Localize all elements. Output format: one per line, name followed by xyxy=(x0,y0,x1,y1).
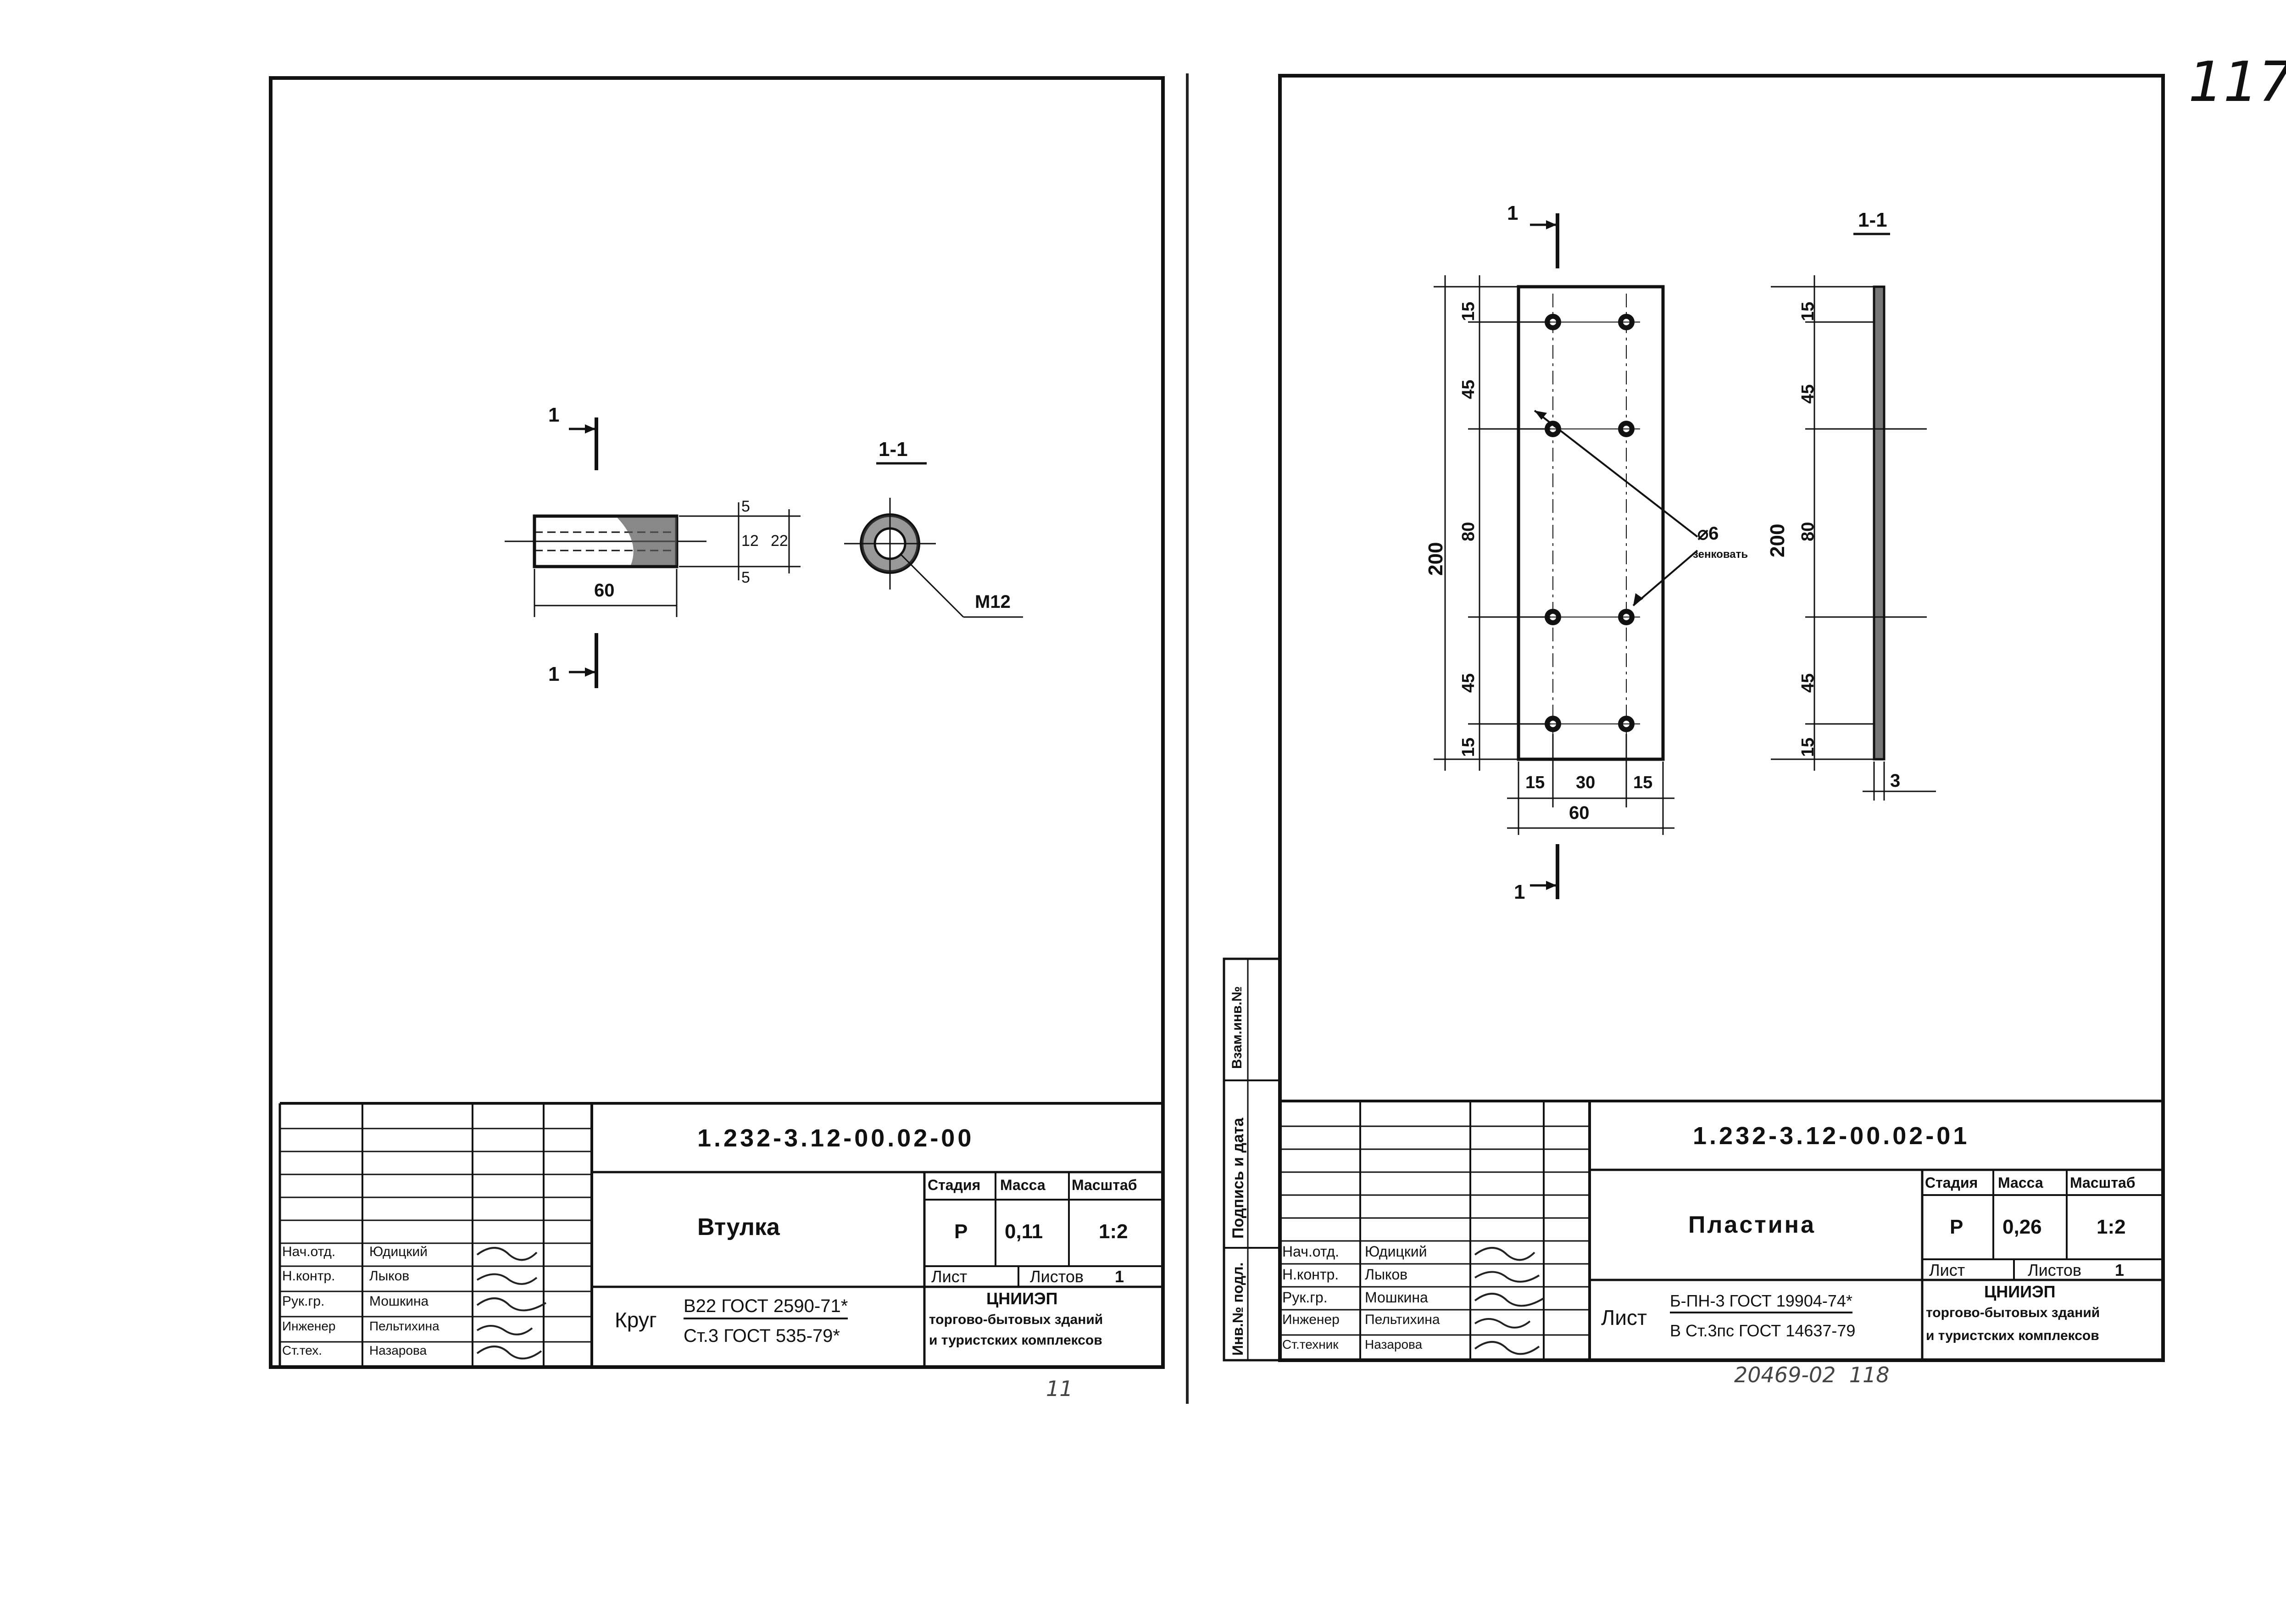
plate-stage-label: Стадия xyxy=(1925,1174,1978,1191)
plate-sign-name-2: Лыков xyxy=(1365,1266,1408,1283)
organization-line-1: ЦНИИЭП xyxy=(986,1289,1058,1308)
thickness-label: 3 xyxy=(1890,771,1901,791)
mass-value: 0,11 xyxy=(1005,1220,1043,1243)
stage-label: Стадия xyxy=(928,1177,981,1193)
sheet-left-frame xyxy=(269,76,1165,1369)
plate-material-bottom: В Ст.3пс ГОСТ 14637-79 xyxy=(1670,1321,1856,1340)
plate-mass-label: Масса xyxy=(1998,1174,2043,1191)
plate-section-title: 1-1 xyxy=(1858,209,1887,231)
sign-role-4: Инженер xyxy=(282,1319,336,1333)
plate-organization-line-2: торгово-бытовых зданий xyxy=(1926,1305,2100,1320)
sheets-count: 1 xyxy=(1115,1267,1124,1286)
sign-role-3: Рук.гр. xyxy=(282,1294,325,1309)
sign-role-2: Н.контр. xyxy=(282,1268,335,1284)
plate-designation: 1.232-3.12-00.02-01 xyxy=(1693,1122,1970,1150)
hdim-1: 15 xyxy=(1525,773,1545,792)
plate-signature-marks xyxy=(1474,1247,1545,1355)
sheet-right: Взам.инв.№ Подпись и дата Инв.№ подл. xyxy=(1223,74,2165,1387)
sign-name-5: Назарова xyxy=(369,1343,427,1357)
footer-note-right: 20469-02 118 xyxy=(1734,1363,1890,1387)
dim-length: 60 xyxy=(594,580,615,601)
plate-material-prefix: Лист xyxy=(1601,1306,1647,1329)
plate-section-mark-bottom: 1 xyxy=(1514,881,1525,903)
hdim-3: 15 xyxy=(1633,773,1653,792)
plate-sheets-label: Листов xyxy=(2028,1261,2081,1279)
sign-role-5: Ст.тех. xyxy=(282,1343,322,1357)
plate-sign-role-2: Н.контр. xyxy=(1282,1266,1339,1283)
section-title: 1-1 xyxy=(879,438,908,461)
mass-label: Масса xyxy=(1000,1177,1046,1193)
organization-line-2: торгово-бытовых зданий xyxy=(929,1312,1103,1327)
material-top: В22 ГОСТ 2590-71* xyxy=(684,1296,848,1319)
plate-sign-role-4: Инженер xyxy=(1282,1312,1340,1327)
plate-scale-value: 1:2 xyxy=(2097,1216,2126,1238)
section-mark-bottom: 1 xyxy=(548,663,560,685)
plate-sign-name-4: Пельтихина xyxy=(1365,1312,1440,1327)
plate-sheets-count: 1 xyxy=(2115,1261,2125,1279)
sign-name-4: Пельтихина xyxy=(369,1319,439,1333)
hole-note-countersink: зенковать xyxy=(1693,548,1748,561)
plate-sign-name-3: Мошкина xyxy=(1365,1289,1428,1306)
footer-note-left: 11 xyxy=(1046,1376,1073,1401)
sign-name-2: Лыков xyxy=(369,1268,410,1284)
hdim-total: 60 xyxy=(1569,803,1590,823)
hole-note: ⌀6 xyxy=(1697,523,1719,544)
plate-sign-name-1: Юдицкий xyxy=(1365,1243,1427,1260)
stage-value: Р xyxy=(954,1220,968,1243)
sign-name-1: Юдицкий xyxy=(369,1244,428,1259)
plate-sign-role-3: Рук.гр. xyxy=(1282,1289,1328,1306)
plate-organization-line-3: и туристских комплексов xyxy=(1926,1328,2099,1343)
sheets-label: Листов xyxy=(1030,1267,1084,1286)
plate-sheet-label: Лист xyxy=(1929,1261,1965,1279)
plate-sign-role-1: Нач.отд. xyxy=(1282,1243,1340,1260)
plate-mass-value: 0,26 xyxy=(2002,1216,2042,1238)
dim-inner: 12 xyxy=(741,532,759,550)
plate-organization-line-1: ЦНИИЭП xyxy=(1984,1282,2056,1301)
scale-label: Масштаб xyxy=(1072,1177,1137,1193)
material-bottom: Ст.3 ГОСТ 535-79* xyxy=(684,1326,840,1346)
page-number: 117 xyxy=(2188,50,2286,114)
plate-section-mark-top: 1 xyxy=(1507,202,1518,224)
dim-wall-top: 5 xyxy=(741,498,750,515)
sheet-left: 1 1 60 5 12 22 5 1-1 М12 1.232-3.12-00.0… xyxy=(0,0,1193,1468)
signature-marks xyxy=(476,1247,547,1360)
plate-drawing xyxy=(1434,213,1936,899)
designation: 1.232-3.12-00.02-00 xyxy=(697,1124,974,1152)
hdim-2: 30 xyxy=(1576,773,1596,792)
bushing-drawing xyxy=(505,417,1023,688)
part-name: Втулка xyxy=(697,1214,780,1240)
plate-scale-label: Масштаб xyxy=(2070,1174,2136,1191)
thread-label: М12 xyxy=(975,592,1011,612)
plate-part-name: Пластина xyxy=(1688,1212,1816,1238)
plate-sign-role-5: Ст.техник xyxy=(1282,1337,1339,1351)
sheet-label: Лист xyxy=(931,1267,968,1286)
sign-role-1: Нач.отд. xyxy=(282,1244,336,1259)
scale-value: 1:2 xyxy=(1099,1220,1128,1243)
plate-sign-name-5: Назарова xyxy=(1365,1337,1423,1351)
plate-material-top: Б-ПН-3 ГОСТ 19904-74* xyxy=(1670,1291,1852,1313)
material-prefix: Круг xyxy=(615,1308,657,1332)
sheet-right-frame xyxy=(1223,74,2165,1362)
sign-name-3: Мошкина xyxy=(369,1294,429,1309)
section-mark-top: 1 xyxy=(548,404,560,426)
dim-wall-bottom: 5 xyxy=(741,569,750,586)
organization-line-3: и туристских комплексов xyxy=(929,1333,1102,1348)
plate-stage-value: Р xyxy=(1950,1216,1963,1238)
sheet-divider xyxy=(1186,73,1189,1404)
dim-outer: 22 xyxy=(771,532,788,550)
